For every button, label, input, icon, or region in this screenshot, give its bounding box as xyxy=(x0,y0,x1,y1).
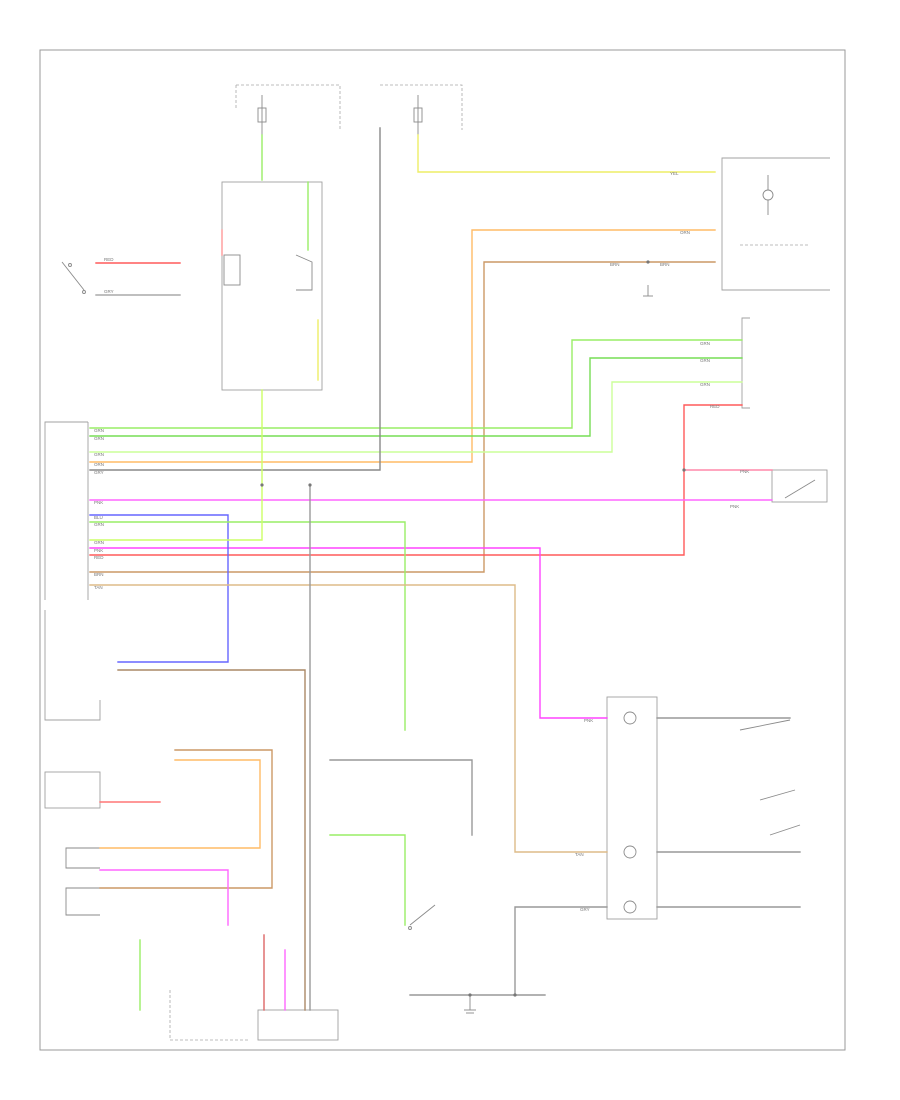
svg-text:TAN: TAN xyxy=(94,585,103,590)
wire-tan-actuator xyxy=(89,261,716,573)
cruise-control-unit xyxy=(44,421,101,721)
relay-box xyxy=(221,181,323,391)
svg-text:ORN: ORN xyxy=(94,462,104,467)
svg-text:PNK: PNK xyxy=(740,469,749,474)
wire-lt-green-3 xyxy=(89,381,743,453)
wire-tan-lower xyxy=(99,749,273,889)
diagram-frame xyxy=(39,49,846,1051)
svg-text:GRY: GRY xyxy=(94,470,104,475)
svg-text:GRY: GRY xyxy=(580,907,590,912)
splice-dots xyxy=(260,260,686,997)
svg-text:GRN: GRN xyxy=(94,452,104,457)
connector-bottom xyxy=(257,1009,339,1041)
svg-text:BRN: BRN xyxy=(660,262,670,267)
switch-set xyxy=(739,719,801,836)
wire-green-clutch xyxy=(329,834,406,926)
wire-tags: RED GRY YEL ORN BRN BRN GRN GRN GRN RED … xyxy=(94,171,749,912)
connector-right xyxy=(741,317,750,409)
wires xyxy=(89,127,801,1011)
clutch-switch xyxy=(408,904,436,930)
wire-orange-actuator xyxy=(89,229,716,463)
cruise-control-switch xyxy=(606,696,658,920)
svg-text:BRN: BRN xyxy=(94,572,104,577)
wire-green-1 xyxy=(89,339,743,429)
svg-text:BRN: BRN xyxy=(610,262,620,267)
wire-tan-switch xyxy=(89,584,608,853)
svg-text:GRY: GRY xyxy=(104,289,114,294)
wire-blue xyxy=(89,514,229,663)
wire-gray-ground xyxy=(514,906,608,996)
fuse-block-top xyxy=(235,84,463,135)
svg-text:GRN: GRN xyxy=(94,436,104,441)
svg-text:GRN: GRN xyxy=(94,522,104,527)
wire-green-2 xyxy=(89,357,743,437)
wire-orange-lower xyxy=(99,759,261,849)
wire-black-fuse xyxy=(89,127,381,471)
svg-text:PNK: PNK xyxy=(730,504,739,509)
svg-text:GRN: GRN xyxy=(700,382,710,387)
svg-text:ORN: ORN xyxy=(680,230,690,235)
connector-lower-left xyxy=(44,771,101,809)
svg-text:GRN: GRN xyxy=(94,540,104,545)
wire-green-vertical xyxy=(89,521,406,731)
wire-brown-vertical xyxy=(117,669,306,1011)
brake-switch-right xyxy=(771,469,828,503)
brake-switch-left xyxy=(61,261,86,294)
wire-pink-lower xyxy=(99,869,229,926)
wire-red-main xyxy=(89,404,743,556)
svg-text:RED: RED xyxy=(104,257,114,262)
svg-text:PNK: PNK xyxy=(94,500,103,505)
svg-text:PNK: PNK xyxy=(584,718,593,723)
svg-text:PNK: PNK xyxy=(94,548,103,553)
svg-text:RED: RED xyxy=(94,555,104,560)
wire-magenta-switch xyxy=(89,547,608,719)
svg-text:GRN: GRN xyxy=(700,341,710,346)
wire-gray-center xyxy=(329,759,473,836)
svg-text:BLU: BLU xyxy=(94,515,103,520)
svg-text:TAN: TAN xyxy=(575,852,584,857)
svg-text:GRN: GRN xyxy=(94,428,104,433)
ground-symbols xyxy=(464,285,653,1014)
svg-text:YEL: YEL xyxy=(670,171,679,176)
cruise-actuator xyxy=(721,157,830,291)
wire-lt-green-relay xyxy=(89,389,263,541)
svg-text:RED: RED xyxy=(710,404,720,409)
wire-yellow-fuse-right xyxy=(417,134,716,173)
svg-text:GRN: GRN xyxy=(700,358,710,363)
